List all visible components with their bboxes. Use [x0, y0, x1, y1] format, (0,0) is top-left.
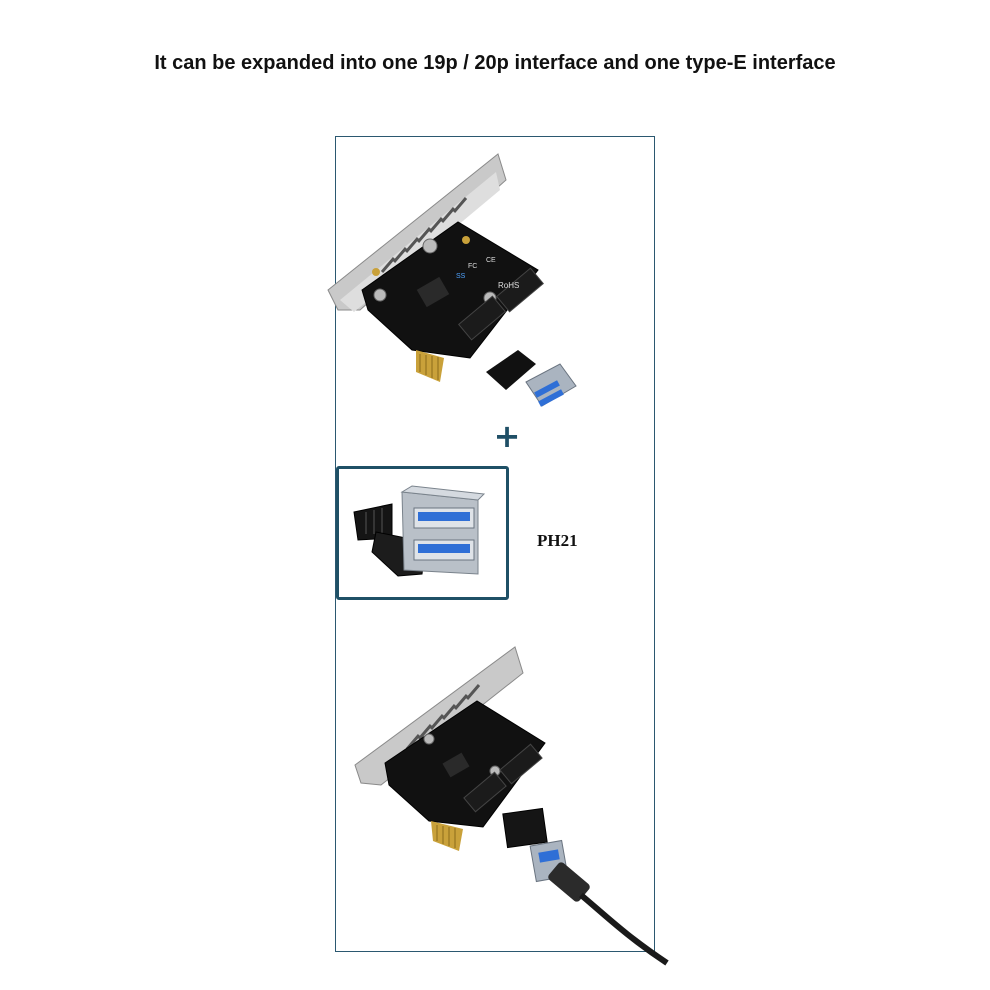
headline: It can be expanded into one 19p / 20p in… [154, 52, 836, 74]
usb-adapter-top [486, 350, 577, 407]
pcb-board [361, 221, 539, 359]
rohs-marking: RoHS [498, 281, 519, 290]
pcie-card-top-image: RoHS FC SS CE [327, 153, 577, 407]
product-panel [335, 136, 655, 952]
fc-marking: FC [468, 263, 477, 270]
ce-marking: CE [486, 257, 496, 264]
pcie-gold-contacts [416, 350, 444, 382]
usb-adapter-with-cable [502, 807, 669, 966]
ss-marking: SS [456, 273, 466, 280]
pcie-gold-contacts-bottom [431, 821, 463, 851]
ph21-adapter-image [353, 485, 486, 577]
pcie-card-bottom-image [354, 646, 669, 966]
plus-sign: + [493, 417, 521, 455]
adapter-model-label: PH21 [537, 531, 578, 550]
